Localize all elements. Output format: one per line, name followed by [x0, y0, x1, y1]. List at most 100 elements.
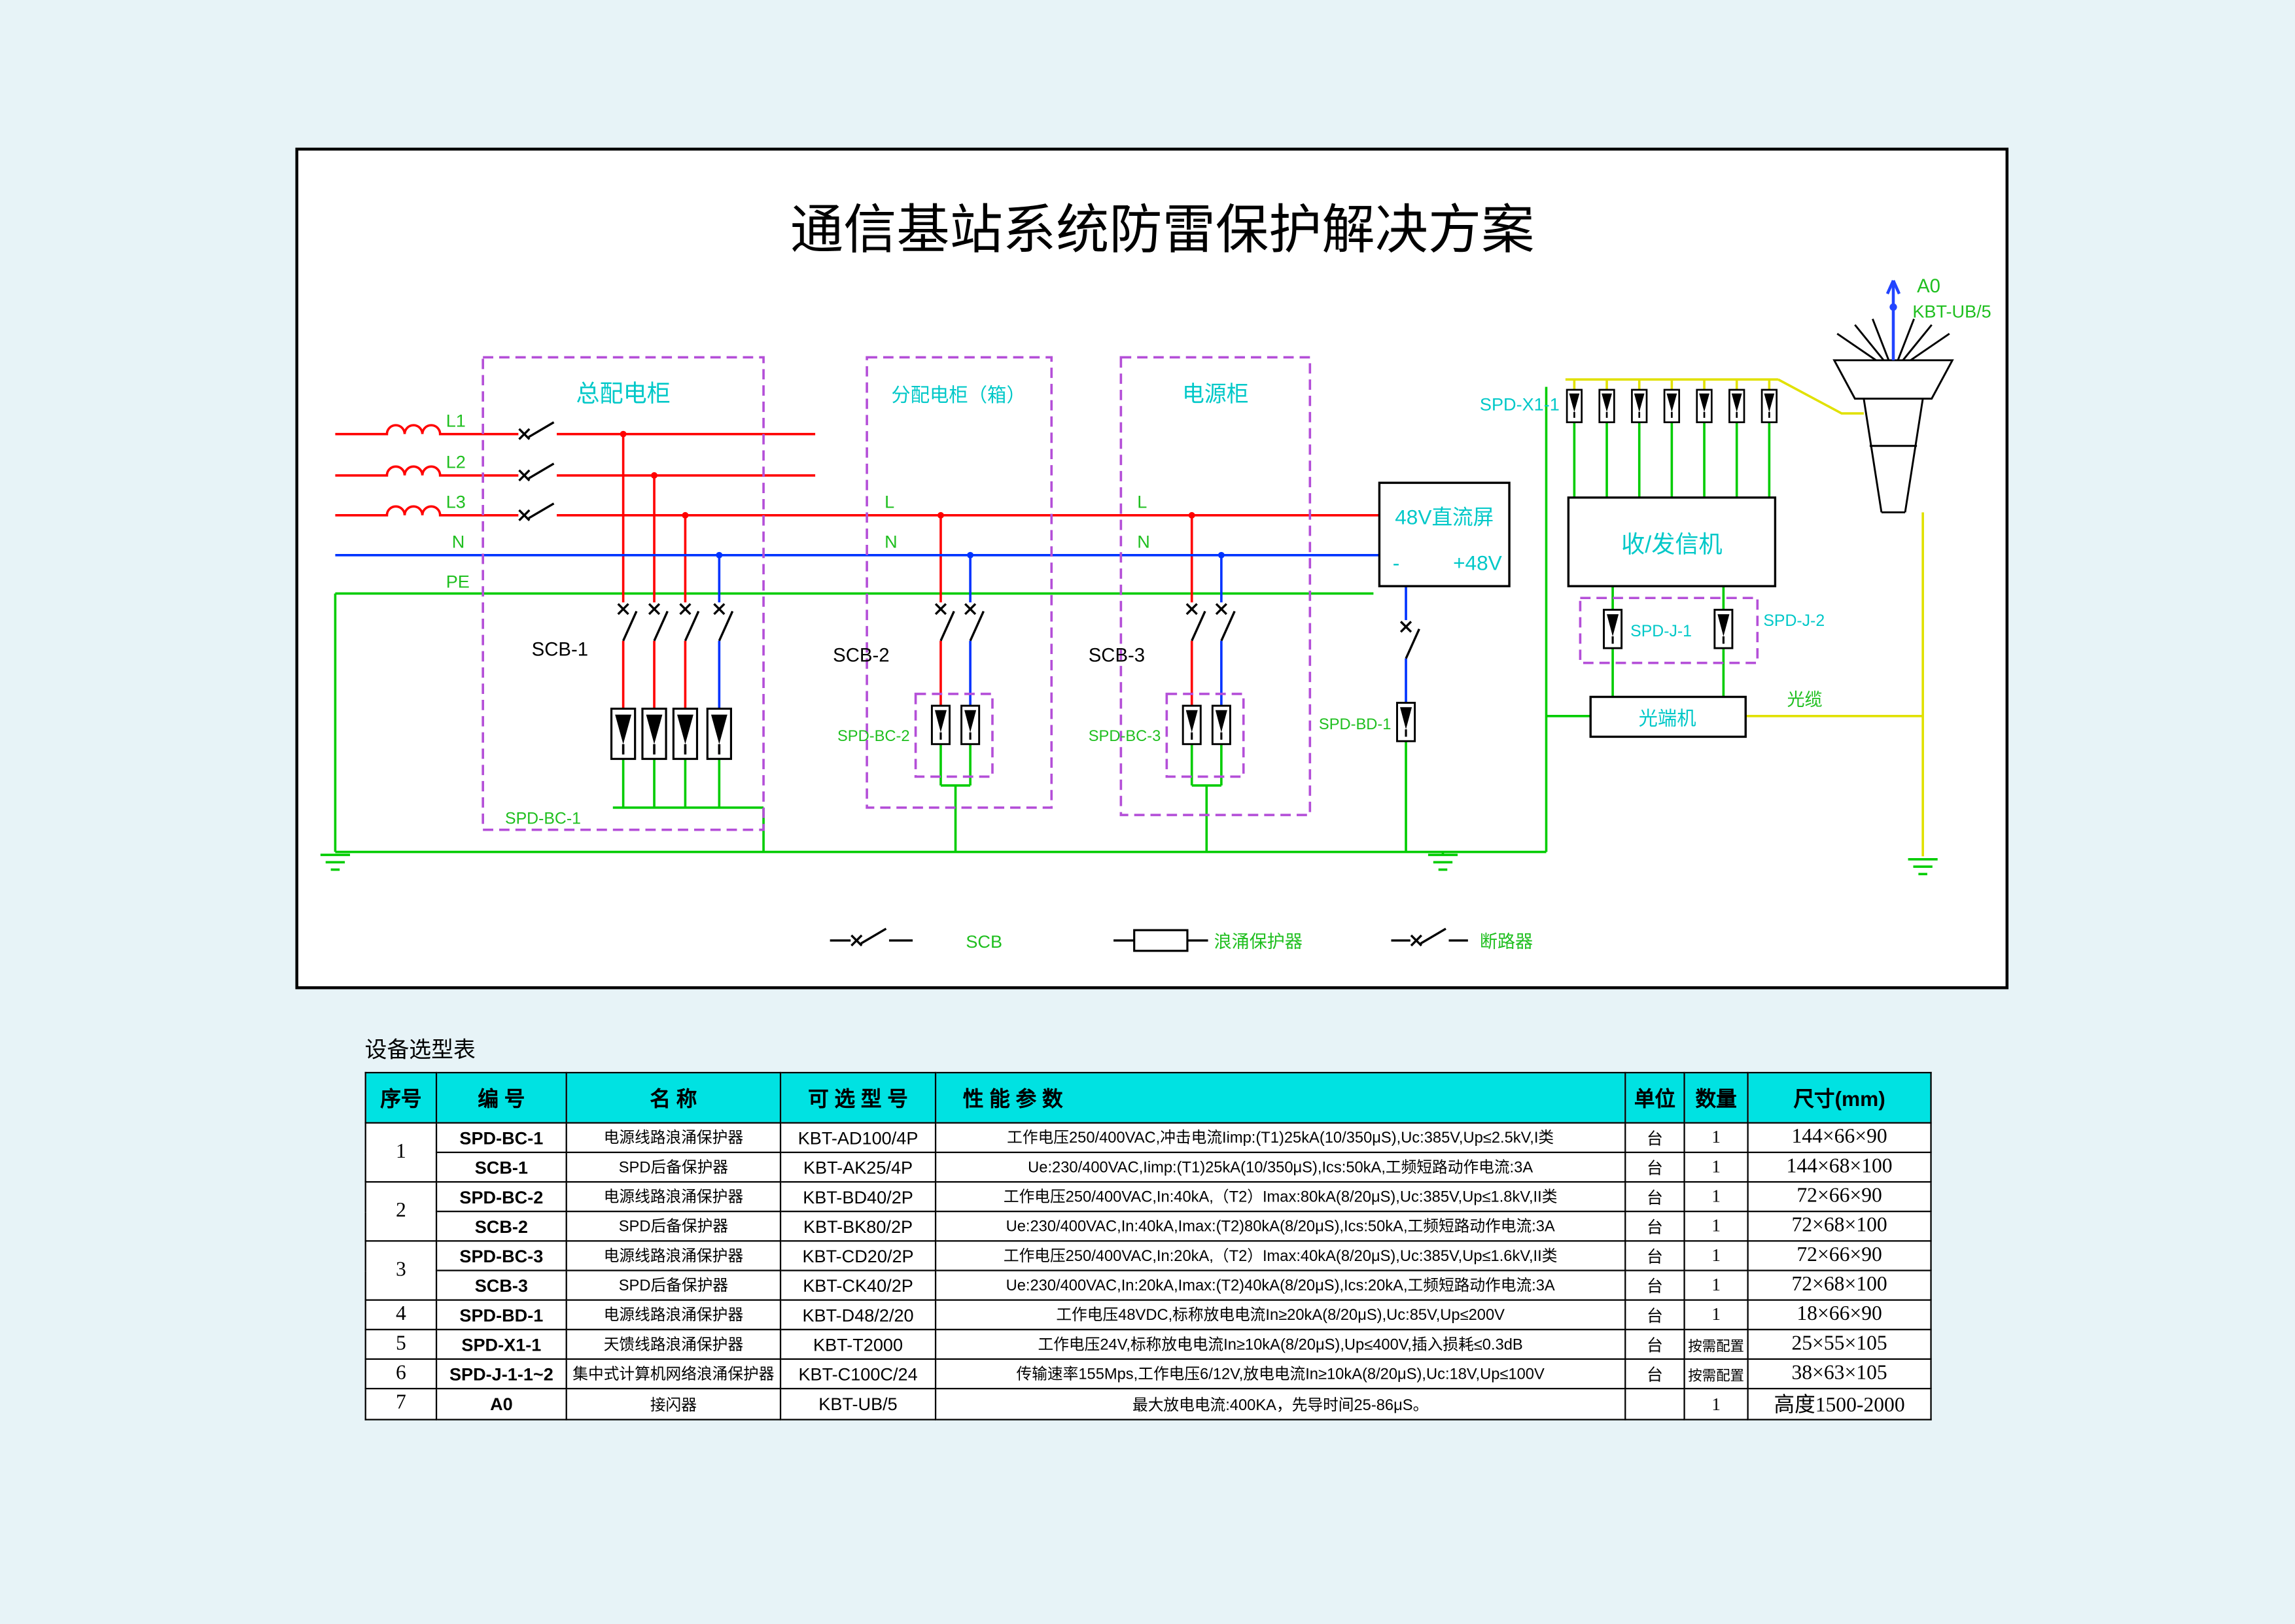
cell-name: SPD后备保护器 — [565, 1151, 782, 1183]
label-optical-terminal: 光端机 — [1639, 708, 1696, 729]
spd-labels: SPD-BC-1 SPD-BC-2 SPD-BC-3 SPD-BD-1 光缆 A… — [505, 275, 1991, 828]
cell-qty: 1 — [1683, 1181, 1749, 1213]
label-dc-plus: +48V — [1453, 551, 1502, 574]
cell-size: 144×66×90 — [1747, 1122, 1932, 1154]
breaker-icon — [517, 421, 555, 441]
label-dist-cabinet: 分配电柜（箱） — [891, 385, 1025, 406]
spd-icon — [960, 704, 981, 746]
switch-icon — [964, 602, 985, 642]
label-dc-minus: - — [1393, 551, 1400, 574]
cell-model: KBT-CK40/2P — [779, 1270, 937, 1301]
table-row: 4 SPD-BD-1 电源线路浪涌保护器 KBT-D48/2/20 工作电压48… — [364, 1299, 1932, 1330]
cell-name: 电源线路浪涌保护器 — [565, 1181, 782, 1213]
cell-no: 3 — [364, 1240, 438, 1301]
spd-icon — [1211, 704, 1231, 746]
diagram-panel: 通信基站系统防雷保护解决方案 — [295, 147, 2009, 990]
cell-unit: 台 — [1624, 1122, 1685, 1154]
col-header-params: 性 能 参 数 — [934, 1071, 1626, 1124]
cell-params: 传输速率155Mps,工作电压6/12V,放电电流In≥10kA(8/20μS)… — [934, 1358, 1626, 1390]
cell-name: SPD后备保护器 — [565, 1270, 782, 1301]
legend-labels: SCB 浪涌保护器 断路器 — [966, 931, 1533, 952]
spd-icon — [610, 707, 637, 761]
switch-icon — [1185, 602, 1206, 642]
cell-unit: 台 — [1624, 1240, 1685, 1271]
cell-code: A0 — [435, 1387, 567, 1421]
cabinet-boxes — [482, 356, 1759, 831]
spd-icon — [1602, 608, 1623, 649]
cell-model: KBT-D48/2/20 — [779, 1299, 937, 1330]
cell-params: 最大放电电流:400KA，先导时间25-86μS。 — [934, 1387, 1626, 1421]
label-spd-j1: SPD-J-1 — [1630, 623, 1692, 640]
label-scb3: SCB-3 — [1089, 644, 1145, 666]
cell-model: KBT-CD20/2P — [779, 1240, 937, 1271]
feeder-wires — [1565, 378, 1924, 857]
cell-size: 18×66×90 — [1747, 1299, 1932, 1330]
cell-params: Ue:230/400VAC,Iimp:(T1)25kA(10/350μS),Ic… — [934, 1151, 1626, 1183]
ground-icon — [1427, 854, 1459, 871]
table-row: 1 SPD-BC-1 电源线路浪涌保护器 KBT-AD100/4P 工作电压25… — [364, 1122, 1932, 1183]
table-row: 5 SPD-X1-1 天馈线路浪涌保护器 KBT-T2000 工作电压24V,标… — [364, 1328, 1932, 1360]
spd-icon — [641, 707, 667, 761]
col-header-qty: 数量 — [1683, 1071, 1749, 1124]
spd-icon — [1728, 389, 1745, 423]
table-row: SCB-1 SPD后备保护器 KBT-AK25/4P Ue:230/400VAC… — [366, 1151, 1932, 1183]
cell-qty: 1 — [1683, 1387, 1749, 1421]
switch-icon — [712, 602, 734, 642]
cell-code: SPD-X1-1 — [435, 1328, 567, 1360]
cabinet-labels: 总配电柜 分配电柜（箱） 电源柜 48V直流屏 - +48V 收/发信机 光端机… — [576, 380, 1825, 729]
legend-label-surge: 浪涌保护器 — [1214, 931, 1303, 952]
legend — [830, 927, 1468, 952]
scb-labels: SCB-1 SCB-2 SCB-3 — [532, 638, 1145, 666]
cell-params: Ue:230/400VAC,In:20kA,Imax:(T2)40kA(8/20… — [934, 1270, 1626, 1301]
cell-unit: 台 — [1624, 1181, 1685, 1213]
label-l-power: L — [1137, 492, 1147, 512]
scb-switches — [617, 602, 1421, 660]
equipment-table: 序号 编 号 名 称 可 选 型 号 性 能 参 数 单位 数量 尺寸(mm) … — [364, 1071, 1932, 1421]
spd-icon — [1598, 389, 1615, 423]
cell-code: SPD-BC-3 — [435, 1240, 567, 1271]
switch-icon — [617, 602, 638, 642]
cell-params: Ue:230/400VAC,In:40kA,Imax:(T2)80kA(8/20… — [934, 1211, 1626, 1242]
label-l1: L1 — [446, 410, 466, 430]
ground-icon — [1906, 858, 1939, 876]
cell-params: 工作电压250/400VAC,In:40kA,（T2）Imax:80kA(8/2… — [934, 1181, 1626, 1213]
col-header-no: 序号 — [364, 1071, 438, 1124]
cell-qty: 按需配置 — [1683, 1358, 1749, 1390]
phase-wires — [335, 424, 1380, 709]
antenna-tower — [1832, 316, 1954, 513]
cell-code: SCB-3 — [435, 1270, 567, 1301]
label-l-dist: L — [885, 492, 894, 512]
cell-no: 4 — [364, 1299, 438, 1330]
ground-icon — [319, 854, 351, 871]
label-a0: A0 — [1917, 275, 1940, 297]
cell-code: SCB-1 — [435, 1151, 567, 1183]
cell-no: 2 — [364, 1181, 438, 1242]
cell-size: 72×66×90 — [1747, 1181, 1932, 1213]
label-spd-bc3: SPD-BC-3 — [1089, 728, 1161, 745]
cell-no: 7 — [364, 1387, 438, 1421]
breaker-icon — [1410, 927, 1447, 947]
label-n: N — [452, 531, 465, 551]
spd-icon — [672, 707, 699, 761]
spd-icon — [1566, 389, 1583, 423]
label-spd-bc1: SPD-BC-1 — [505, 810, 581, 828]
spd-icon — [1713, 608, 1734, 649]
lightning-rod — [1885, 279, 1901, 360]
cell-qty: 1 — [1683, 1270, 1749, 1301]
label-optical-cable: 光缆 — [1787, 689, 1822, 710]
cell-code: SPD-BC-2 — [435, 1181, 567, 1213]
cell-unit: 台 — [1624, 1299, 1685, 1330]
cell-code: SPD-J-1-1~2 — [435, 1358, 567, 1390]
switch-icon — [1399, 620, 1421, 660]
label-l3: L3 — [446, 492, 466, 512]
cell-size: 高度1500-2000 — [1747, 1387, 1932, 1421]
cell-name: 集中式计算机网络浪涌保护器 — [565, 1358, 782, 1390]
cell-unit: 台 — [1624, 1151, 1685, 1183]
cell-size: 72×66×90 — [1747, 1240, 1932, 1271]
table-row: 3 SPD-BC-3 电源线路浪涌保护器 KBT-CD20/2P 工作电压250… — [364, 1240, 1932, 1301]
breaker-icon — [517, 502, 555, 522]
label-n-power: N — [1137, 531, 1150, 551]
legend-label-breaker: 断路器 — [1480, 931, 1533, 952]
label-scb2: SCB-2 — [833, 644, 889, 666]
